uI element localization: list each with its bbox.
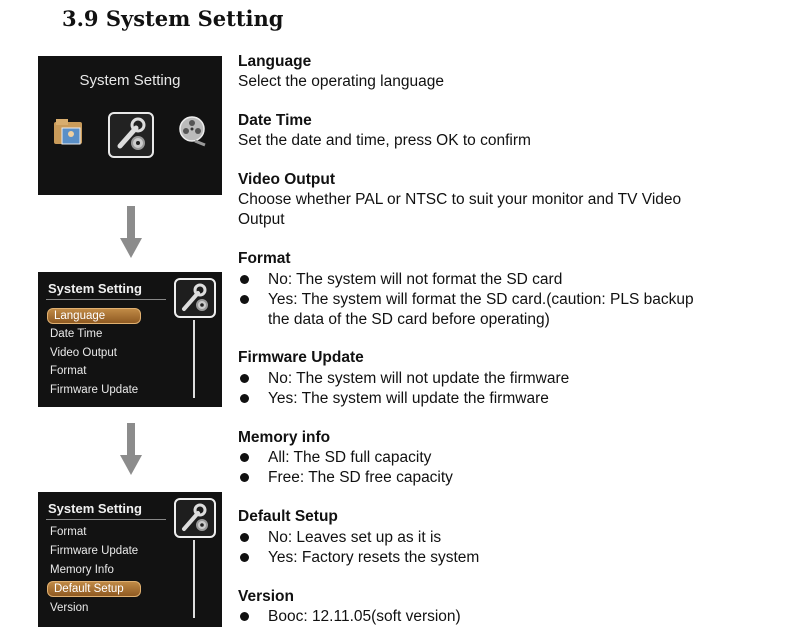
menu-item-memory-info: Memory Info [50, 564, 114, 576]
bullet-text: No: The system will not format the SD ca… [268, 271, 563, 288]
section-heading-language: Language [238, 53, 312, 70]
down-arrow-icon [120, 206, 142, 258]
section-heading-firmware-update: Firmware Update [238, 349, 364, 366]
page-title: 3.9 System Setting [62, 6, 284, 31]
section-heading-date-time: Date Time [238, 112, 312, 129]
system-setting-menu-screen: System Setting Format Firmware Update Me… [38, 492, 222, 627]
bullet-dot [240, 453, 249, 462]
bullet-text: Yes: The system will format the SD card.… [268, 291, 694, 308]
section-heading-default-setup: Default Setup [238, 508, 338, 525]
section-heading-memory-info: Memory info [238, 429, 331, 446]
section-heading-video-output: Video Output [238, 171, 336, 188]
menu-item-default-setup: Default Setup [47, 581, 141, 597]
divider [46, 299, 166, 300]
section-text-video-output-cont: Output [238, 211, 285, 228]
bullet-dot [240, 553, 249, 562]
down-arrow-icon [120, 423, 142, 475]
bullet-dot [240, 394, 249, 403]
photo-folder-icon [54, 119, 82, 145]
menu-item-firmware-update: Firmware Update [50, 384, 139, 396]
bullet-dot [240, 533, 249, 542]
screen-title: System Setting [79, 72, 181, 89]
bullet-text: No: The system will not update the firmw… [268, 370, 570, 387]
bullet-text: Yes: Factory resets the system [268, 549, 480, 566]
section-text-video-output: Choose whether PAL or NTSC to suit your … [238, 191, 682, 208]
divider [46, 519, 166, 520]
bullet-dot [240, 612, 249, 621]
wrench-gear-icon [174, 278, 216, 318]
system-setting-menu-screen: System Setting Language Date Time Video … [38, 272, 222, 407]
menu-item-firmware-update: Firmware Update [50, 545, 139, 557]
menu-title: System Setting [48, 281, 142, 296]
system-setting-icon-screen: System Setting [38, 56, 222, 195]
section-heading-version: Version [238, 588, 294, 605]
film-reel-icon [179, 116, 206, 147]
wrench-gear-icon [108, 112, 154, 158]
bullet-text: the data of the SD card before operating… [268, 311, 550, 328]
menu-item-date-time: Date Time [50, 328, 103, 340]
bullet-text: Booc: 12.11.05(soft version) [268, 608, 461, 625]
menu-item-format: Format [50, 365, 87, 377]
menu-item-version: Version [50, 602, 89, 614]
bullet-text: All: The SD full capacity [268, 449, 432, 466]
bullet-dot [240, 275, 249, 284]
bullet-dot [240, 473, 249, 482]
section-text-date-time: Set the date and time, press OK to confi… [238, 132, 531, 149]
menu-item-format: Format [50, 526, 87, 538]
scrollbar [193, 320, 195, 398]
bullet-text: No: Leaves set up as it is [268, 529, 442, 546]
menu-title: System Setting [48, 501, 142, 516]
bullet-dot [240, 374, 249, 383]
bullet-text: Yes: The system will update the firmware [268, 390, 549, 407]
scrollbar [193, 540, 195, 618]
menu-item-language: Language [47, 308, 141, 324]
menu-item-video-output: Video Output [50, 347, 117, 359]
bullet-dot [240, 295, 249, 304]
section-text-language: Select the operating language [238, 73, 444, 90]
bullet-text: Free: The SD free capacity [268, 469, 453, 486]
section-heading-format: Format [238, 250, 291, 267]
wrench-gear-icon [174, 498, 216, 538]
